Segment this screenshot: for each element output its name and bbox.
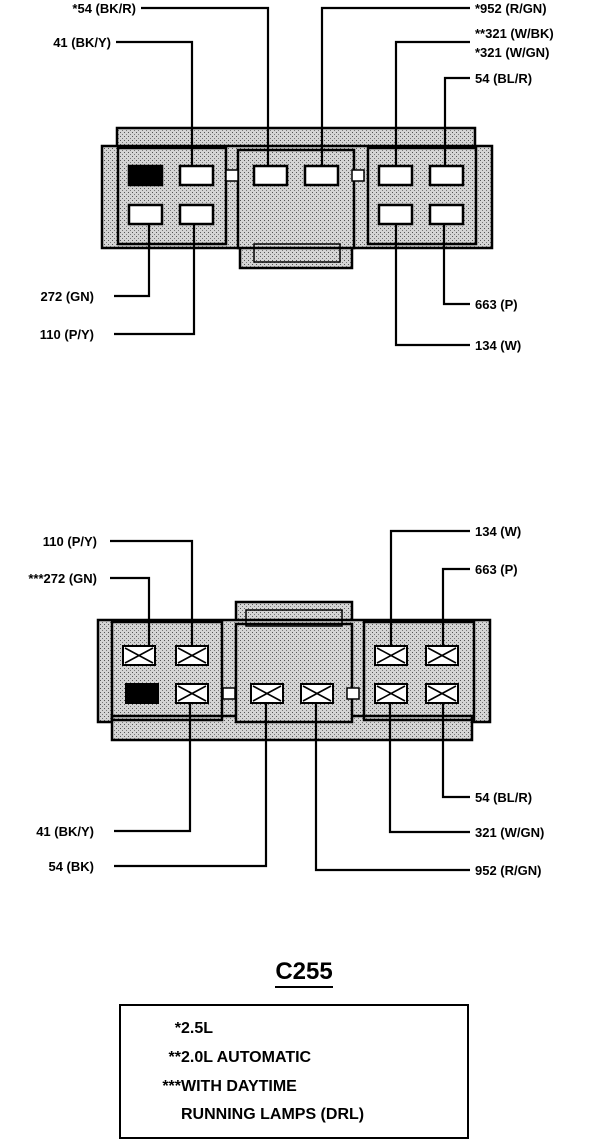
bottom-leader-321 (388, 703, 470, 834)
bottom-connector (96, 600, 492, 742)
terminal-x-321 (376, 685, 406, 702)
bottom-label-321: 321 (W/GN) (475, 825, 544, 840)
top-label-134: 134 (W) (475, 338, 521, 353)
bottom-terminal-marks (124, 647, 457, 702)
top-cavity-663 (428, 203, 465, 226)
top-leader-54bk (141, 6, 270, 166)
bottom-leader-54blr (441, 703, 470, 799)
terminal-x-663 (427, 647, 457, 664)
top-leader-41 (116, 40, 194, 166)
bottom-leader-lines (110, 529, 470, 872)
top-label-663: 663 (P) (475, 297, 518, 312)
top-label-54bk: *54 (BK/R) (72, 1, 136, 16)
terminal-x-110 (177, 647, 207, 664)
bottom-leader-663 (441, 567, 470, 646)
terminal-x-952 (302, 685, 332, 702)
bottom-label-110: 110 (P/Y) (43, 534, 97, 549)
bottom-label-134: 134 (W) (475, 524, 521, 539)
top-connector-left-block (116, 146, 228, 246)
top-cavity-54blr (428, 164, 465, 187)
top-leader-663 (442, 224, 470, 306)
legend-box: * 2.5L ** 2.0L AUTOMATIC *** WITH DAYTIM… (119, 1004, 469, 1139)
top-connector (100, 126, 494, 270)
top-small-key-left (225, 169, 239, 182)
bottom-label-952: 952 (R/GN) (475, 863, 541, 878)
top-connector-right-block (366, 146, 478, 246)
bottom-label-41: 41 (BK/Y) (36, 824, 94, 839)
top-small-key-right (351, 169, 365, 182)
top-leader-110 (114, 224, 196, 336)
top-cavities (127, 164, 465, 226)
top-cavity-272 (127, 203, 164, 226)
connector-title: C255 (0, 958, 608, 988)
bottom-label-663: 663 (P) (475, 562, 518, 577)
legend-text-3: WITH DAYTIME (181, 1078, 297, 1095)
top-leader-952 (320, 6, 470, 166)
bottom-leader-54bk (114, 703, 268, 868)
top-cavity-321 (377, 164, 414, 187)
legend-text-4: RUNNING LAMPS (DRL) (181, 1106, 365, 1123)
top-cavity-plugged (127, 164, 164, 187)
bottom-leader-272 (110, 576, 151, 646)
top-label-54blr: 54 (BL/R) (475, 71, 532, 86)
top-cavity-110 (178, 203, 215, 226)
connector-title-text: C255 (275, 958, 333, 988)
bottom-small-key-right (346, 687, 360, 700)
terminal-x-134 (376, 647, 406, 664)
top-connector-lock-inner (253, 243, 341, 263)
legend-text-1: 2.5L (181, 1020, 214, 1037)
bottom-small-key-left (222, 687, 236, 700)
bottom-label-272: ***272 (GN) (28, 571, 97, 586)
bottom-connector-left-block (110, 620, 224, 722)
top-leader-272 (114, 224, 151, 298)
top-leader-lines (114, 6, 470, 347)
bottom-leader-110 (110, 539, 194, 646)
top-connector-center-block (236, 148, 356, 250)
bottom-leader-134 (389, 529, 470, 646)
legend-marker-1: * (174, 1020, 181, 1037)
top-label-321wgn: *321 (W/GN) (475, 45, 549, 60)
top-label-321wbk: **321 (W/BK) (475, 26, 554, 41)
top-cavity-41 (178, 164, 215, 187)
bottom-connector-right-block (362, 620, 476, 722)
top-leader-321 (394, 40, 470, 166)
top-label-110: 110 (P/Y) (40, 327, 94, 342)
legend-marker-2: ** (168, 1049, 181, 1066)
top-label-952: *952 (R/GN) (475, 1, 547, 16)
terminal-x-41 (177, 685, 207, 702)
bottom-leader-952 (314, 703, 470, 872)
bottom-connector-center-block (234, 622, 354, 724)
bottom-connector-lock-inner (245, 609, 343, 627)
bottom-cavity-plugged (125, 683, 159, 704)
top-leader-134 (394, 224, 470, 347)
top-cavity-134 (377, 203, 414, 226)
top-cavity-952 (303, 164, 340, 187)
terminal-x-54bk (252, 685, 282, 702)
top-cavity-54bk (252, 164, 289, 187)
legend-text-2: 2.0L AUTOMATIC (181, 1049, 312, 1066)
bottom-label-54bk: 54 (BK) (48, 859, 94, 874)
top-label-41: 41 (BK/Y) (53, 35, 111, 50)
bottom-label-54blr: 54 (BL/R) (475, 790, 532, 805)
bottom-leader-41 (114, 703, 192, 833)
terminal-x-272 (124, 647, 154, 664)
top-label-272: 272 (GN) (41, 289, 94, 304)
legend-marker-3: *** (162, 1078, 181, 1095)
terminal-x-54blr (427, 685, 457, 702)
top-leader-54blr (443, 76, 470, 166)
